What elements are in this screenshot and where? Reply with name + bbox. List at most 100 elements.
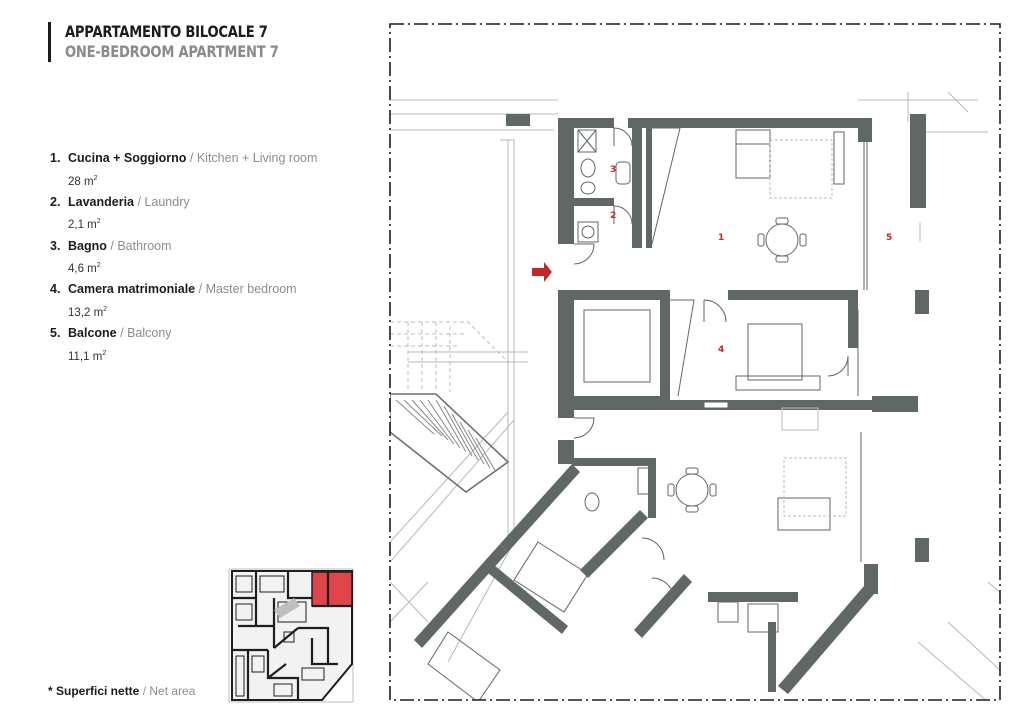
wall-next-diag-a xyxy=(500,464,580,552)
room-label-5: 5 xyxy=(886,233,892,243)
unit-superscript: 2 xyxy=(96,218,101,226)
room-name-en: Bathroom xyxy=(117,238,172,253)
wall-south xyxy=(574,400,916,410)
separator: / xyxy=(139,684,150,698)
room-list: 1.Cucina + Soggiorno / Kitchen + Living … xyxy=(50,148,317,367)
wall-next-diag-c xyxy=(414,544,508,648)
separator: / xyxy=(116,326,128,341)
wall-next-corner xyxy=(864,564,878,594)
stair-upper-hidden xyxy=(390,321,509,392)
room-name-it: Balcone xyxy=(68,326,117,341)
separator: / xyxy=(134,194,145,209)
bath-fixtures xyxy=(577,129,631,243)
wall-next-bath-east xyxy=(648,458,656,518)
window-south xyxy=(703,401,729,409)
plan-contents: 3 2 1 4 5 xyxy=(390,91,1000,700)
entrance-arrow xyxy=(532,262,552,282)
doors-next xyxy=(641,537,675,601)
room-area: 4,6 m2 xyxy=(50,256,317,279)
door-laundry xyxy=(613,205,633,225)
page-subtitle: ONE-BEDROOM APARTMENT 7 xyxy=(65,42,279,61)
room-area: 13,2 m2 xyxy=(50,300,317,323)
washer-next xyxy=(717,601,739,623)
chair xyxy=(685,505,699,513)
room-label-3: 3 xyxy=(610,165,616,175)
page-title: APPARTAMENTO BILOCALE 7 xyxy=(65,22,268,41)
wall-laundry-east xyxy=(646,128,652,248)
bed-next-2 xyxy=(427,631,501,700)
chair xyxy=(685,467,699,475)
door-bedroom-balcony xyxy=(827,355,849,377)
wall-west-mid xyxy=(558,290,574,418)
room-name-it: Lavanderia xyxy=(68,194,135,209)
room-label-4: 4 xyxy=(718,345,724,355)
list-item: 2. Lavanderia / Laundry 2,1 m2 xyxy=(50,192,317,236)
room-name-it: Camera matrimoniale xyxy=(68,282,196,297)
rug-bedroom xyxy=(781,407,819,431)
balcony-pier-top xyxy=(910,114,926,208)
wall-south-corner xyxy=(872,396,918,412)
wall-west-lower xyxy=(558,440,574,464)
wall-next-bath xyxy=(708,592,798,602)
unit-superscript: 2 xyxy=(96,262,101,270)
wall-next-bath-west xyxy=(768,622,776,692)
rug-next xyxy=(783,457,847,517)
dining-table-next xyxy=(675,473,709,507)
unit-superscript: 2 xyxy=(103,305,108,313)
closet xyxy=(583,309,651,383)
key-plan xyxy=(228,568,354,703)
separator: / xyxy=(186,151,197,165)
shower-tray xyxy=(577,129,597,153)
wall-bath-east xyxy=(632,118,642,248)
footnote: * Superfici nette / Net area xyxy=(48,684,195,698)
area-value: 11,1 m xyxy=(68,350,103,363)
wall-next-southeast xyxy=(778,586,874,694)
furniture xyxy=(427,129,847,700)
shower-next xyxy=(637,467,655,495)
list-item: 5.Balcone / Balcony 11,1 m2 xyxy=(50,323,317,367)
wall-north-corner xyxy=(858,118,872,142)
room-area: 28 m2 xyxy=(50,169,317,192)
apartment-walls xyxy=(414,114,929,694)
dining-table xyxy=(765,223,799,257)
balcony-pier-2 xyxy=(915,538,929,562)
wall-next-diag-b xyxy=(580,510,648,578)
key-plan-stair xyxy=(274,598,300,618)
footnote-en: Net area xyxy=(149,684,196,698)
key-plan-highlight xyxy=(311,571,353,607)
washing-machine xyxy=(577,221,599,243)
wall-north xyxy=(628,118,858,128)
wall-north-pier xyxy=(506,114,530,126)
wall-next-diag-e xyxy=(634,574,692,638)
tv-unit xyxy=(833,131,845,185)
list-item: 1.Cucina + Soggiorno / Kitchen + Living … xyxy=(50,148,317,192)
sofa-next xyxy=(777,497,831,531)
entrance-arrow-icon xyxy=(532,262,552,282)
wall-bedroom-north-b xyxy=(728,290,858,300)
washbasin xyxy=(615,161,631,185)
room-numbers: 3 2 1 4 5 xyxy=(610,165,892,355)
double-bed xyxy=(747,323,803,381)
area-value: 13,2 m xyxy=(68,306,104,319)
door-entry xyxy=(573,243,595,265)
chair xyxy=(775,255,789,263)
area-value: 4,6 m xyxy=(68,262,97,275)
wall-bedroom-north-a xyxy=(574,290,670,300)
list-item: 3.Bagno / Bathroom 4,6 m2 xyxy=(50,236,317,280)
headboard xyxy=(735,375,821,391)
area-value: 28 m xyxy=(68,175,94,188)
area-value: 2,1 m xyxy=(68,219,97,232)
door-bedroom xyxy=(703,299,727,323)
room-name-it: Cucina + Soggiorno xyxy=(68,151,187,165)
chair xyxy=(757,233,765,247)
doors xyxy=(573,127,849,601)
wall-west-upper xyxy=(558,118,574,244)
plan-frame xyxy=(389,23,1001,701)
room-name-en: Laundry xyxy=(144,194,190,209)
separator: / xyxy=(195,282,206,297)
laundry-fold-line xyxy=(650,127,681,245)
toilet-next xyxy=(584,492,600,512)
bidet xyxy=(580,181,596,195)
room-number: 2. xyxy=(50,194,61,209)
wall-bedroom-east xyxy=(848,300,858,348)
